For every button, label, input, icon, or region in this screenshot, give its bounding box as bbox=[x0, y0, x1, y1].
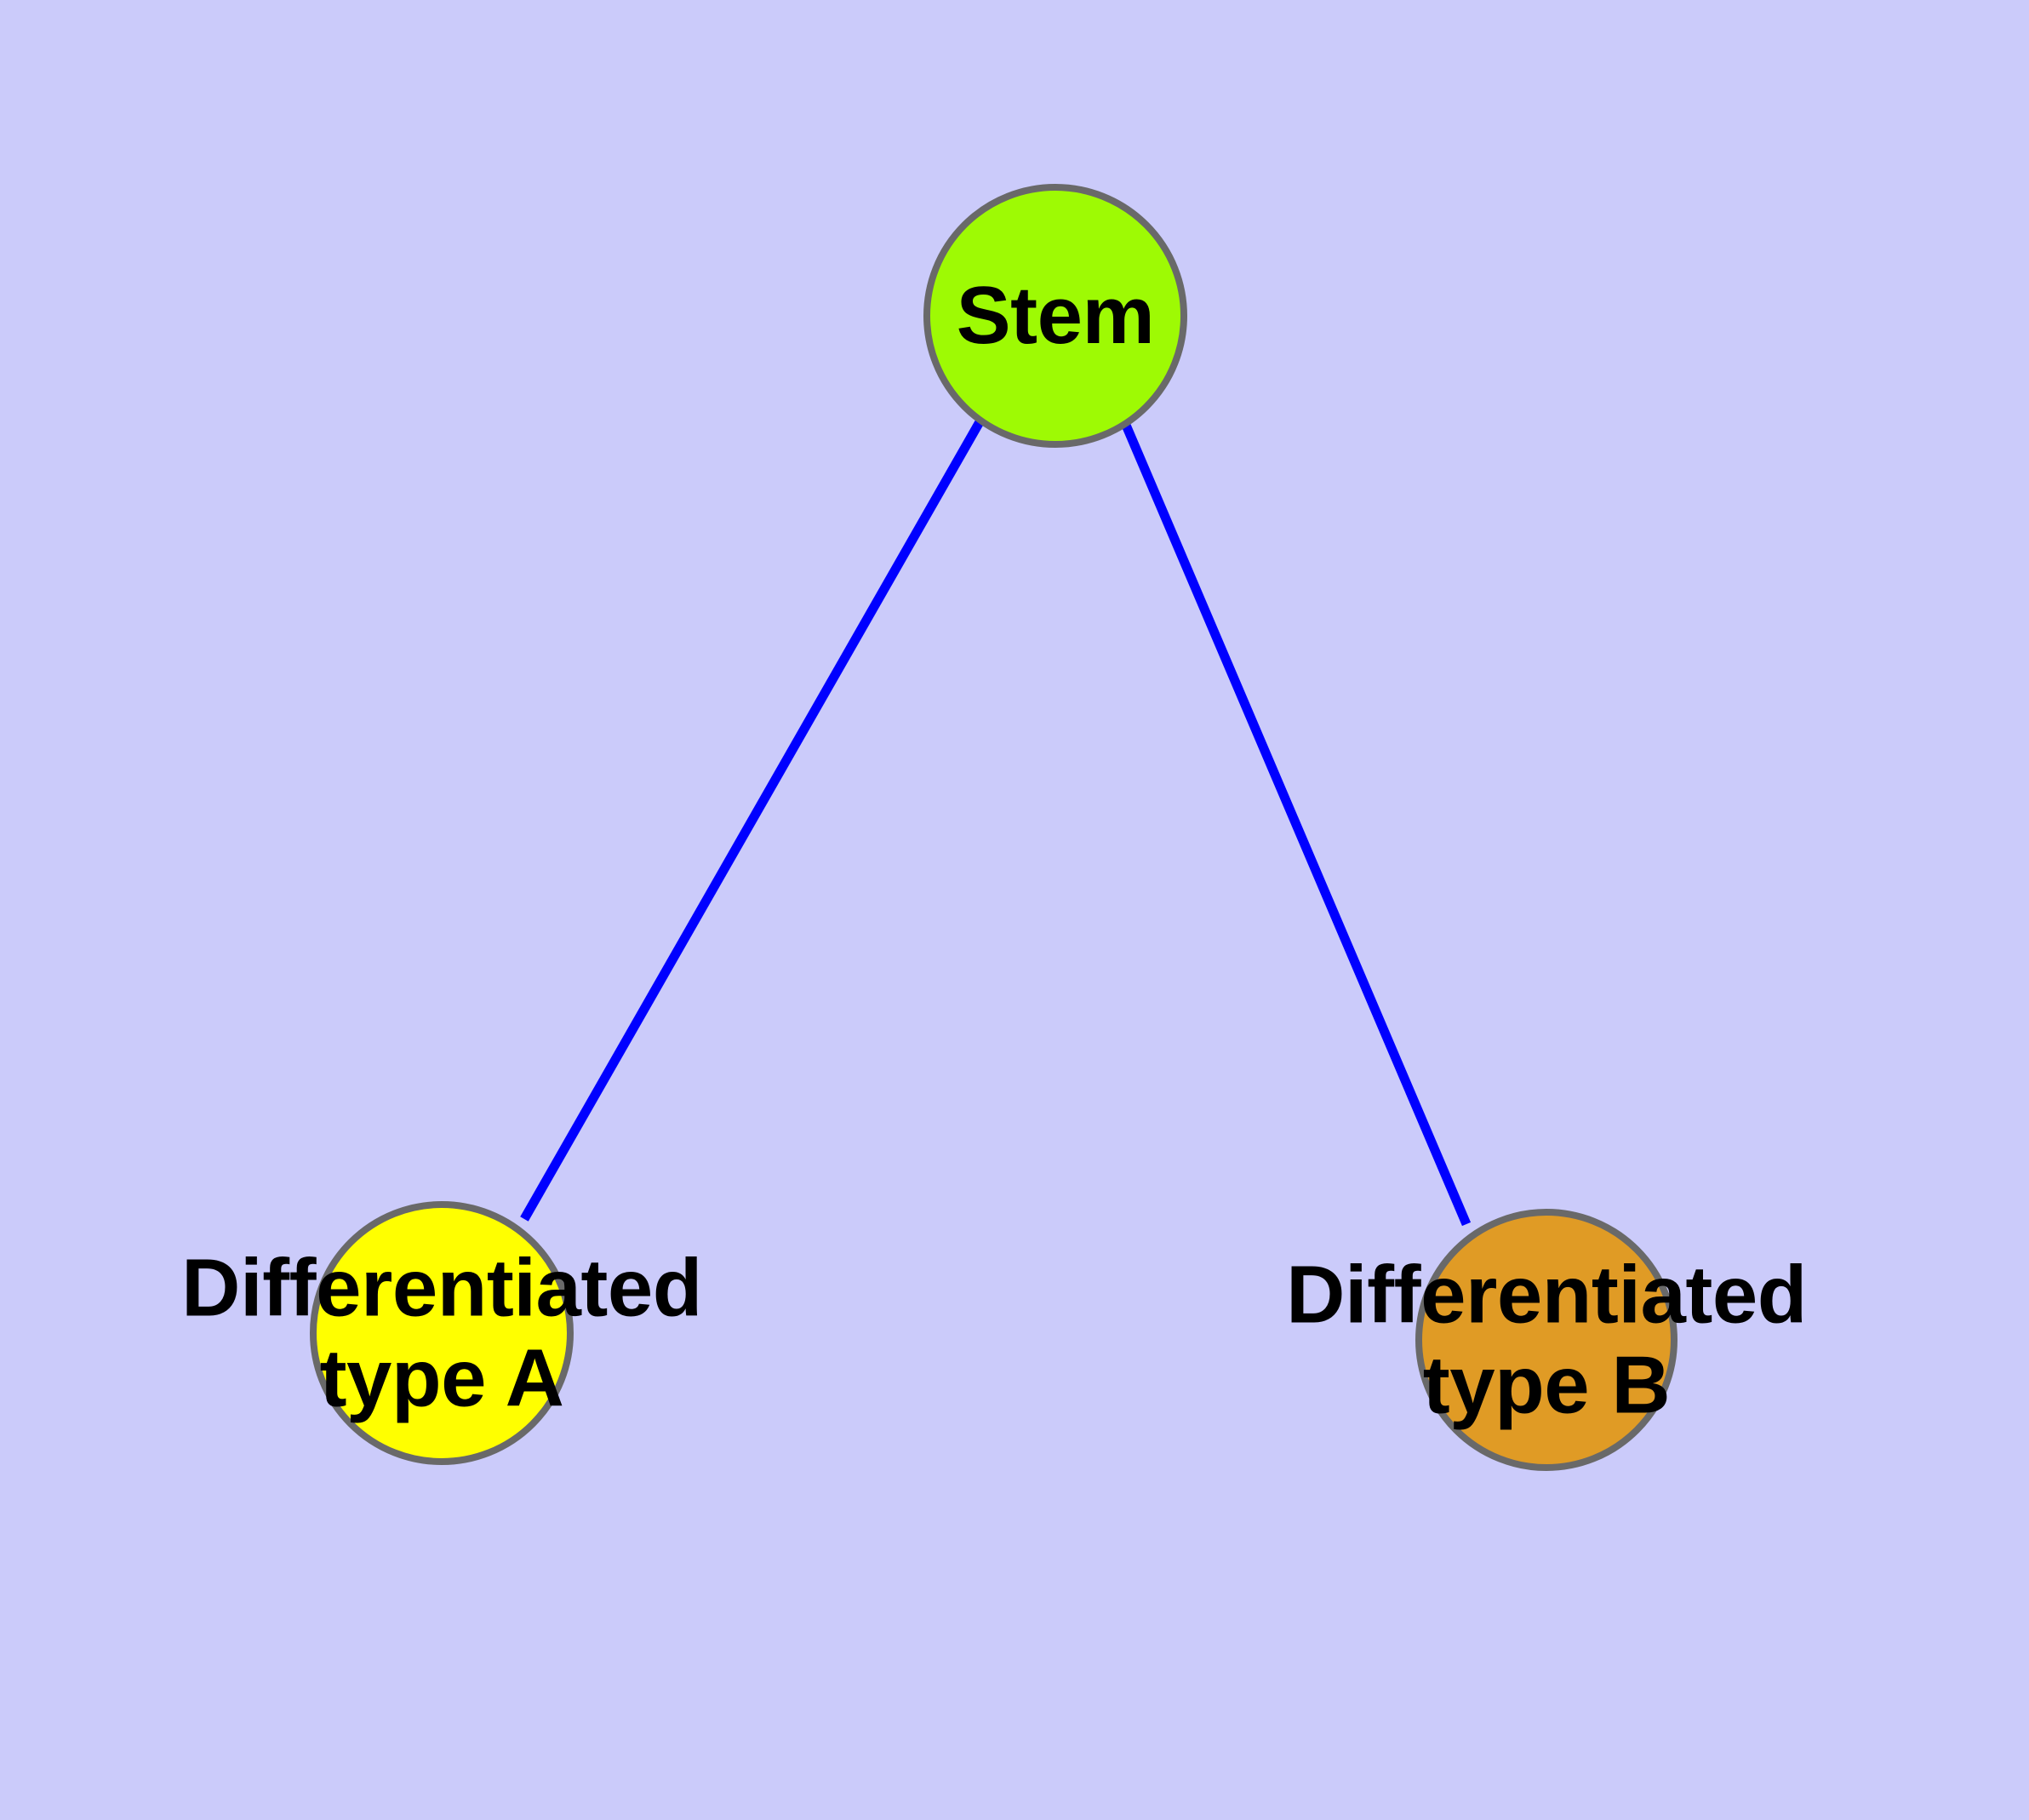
nodes-group bbox=[310, 184, 1677, 1471]
edge-stem-diff-b[interactable] bbox=[1120, 421, 1472, 1227]
node-diff_b[interactable] bbox=[1415, 1209, 1677, 1471]
node-stem[interactable] bbox=[923, 184, 1187, 448]
edge-stem-diff-a[interactable] bbox=[520, 418, 985, 1222]
edges-group bbox=[520, 418, 1472, 1227]
node-diff_a[interactable] bbox=[310, 1201, 574, 1465]
